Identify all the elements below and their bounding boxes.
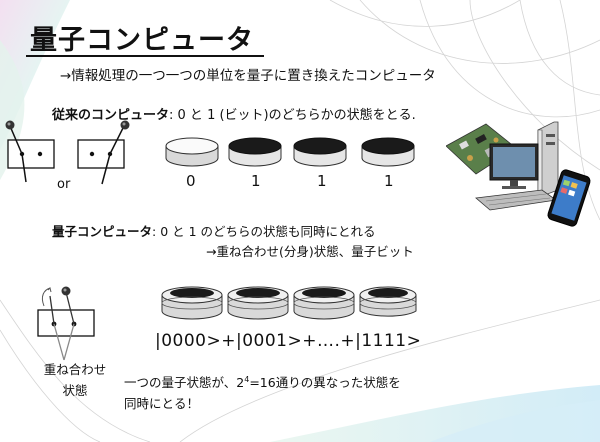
title-underline [26, 55, 264, 57]
computer-hardware-image [446, 121, 591, 227]
note-line1-pre: 一つの量子状態が、2 [124, 375, 245, 391]
classical-text: : 0 と 1 (ビット)のどちらかの状態をとる. [169, 108, 416, 123]
classical-description: 従来のコンピュータ: 0 と 1 (ビット)のどちらかの状態をとる. [52, 104, 416, 123]
superposition-spin-diagram [37, 286, 95, 361]
classical-bit-disks [165, 137, 415, 167]
quantum-description: 量子コンピュータ: 0 と 1 のどちらの状態も同時にとれる [52, 221, 376, 240]
note-line1-post: =16通りの異なった状態を [249, 375, 401, 391]
or-label: or [57, 177, 71, 192]
bit-disk-2 [293, 137, 347, 167]
superposition-label-line2: 状態 [62, 383, 88, 398]
quantum-subtext: →重ね合わせ(分身)状態、量子ビット [206, 244, 414, 259]
quantum-text: : 0 と 1 のどちらの状態も同時にとれる [152, 224, 376, 239]
bit-label-3: 1 [384, 172, 394, 190]
quantum-label: 量子コンピュータ [52, 224, 153, 239]
bit-disk-1 [228, 137, 282, 167]
bit-label-1: 1 [251, 172, 261, 190]
bit-label-2: 1 [317, 172, 327, 190]
monitor-icon [489, 143, 539, 189]
state-count-note: 一つの量子状態が、24=16通りの異なった状態を 同時にとる！ [124, 369, 401, 414]
bit-label-0: 0 [186, 172, 196, 190]
state-count-note-line1: 一つの量子状態が、24=16通りの異なった状態を [124, 369, 401, 393]
bit-disk-0 [165, 137, 219, 167]
qubit-disk-3 [293, 286, 355, 320]
slide-subtitle: →情報処理の一つ一つの単位を量子に置き換えたコンピュータ [60, 68, 436, 84]
slide-title: 量子コンピュータ [30, 25, 254, 56]
bit-disk-3 [361, 137, 415, 167]
qubit-disk-4 [359, 286, 417, 317]
note-exponent: 4 [244, 375, 250, 384]
keyboard-icon [475, 189, 558, 211]
superposition-label-line1: 重ね合わせ [43, 362, 107, 377]
qubit-disk-2 [227, 286, 289, 320]
qubit-disks [161, 286, 417, 320]
qubit-disk-1 [161, 286, 223, 320]
superposition-label: 重ね合わせ 状態 [42, 359, 108, 401]
classical-label: 従来のコンピュータ [52, 108, 170, 123]
classical-spin-diagram [5, 120, 130, 185]
pc-tower-icon [537, 121, 559, 197]
smartphone-icon [547, 169, 591, 227]
state-count-note-line2: 同時にとる！ [124, 396, 200, 412]
superposition-ket-expression: |0000>+|0001>+….+|1111> [155, 331, 422, 351]
